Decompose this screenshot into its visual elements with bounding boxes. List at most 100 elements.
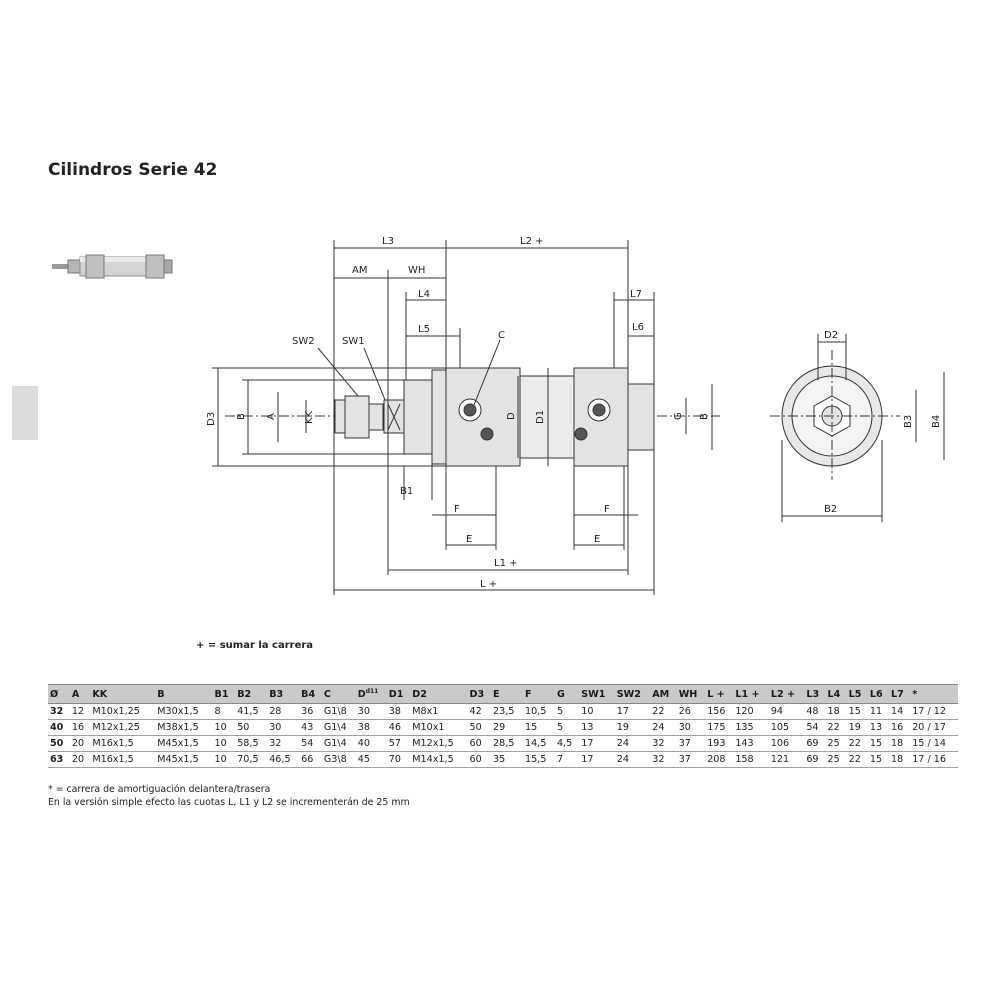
table-cell: 208 <box>705 751 734 769</box>
table-cell: M10x1 <box>410 719 468 737</box>
table-cell: 30 <box>355 703 387 721</box>
table-header-cell: SW1 <box>579 683 615 705</box>
table-cell: 17 <box>579 735 615 753</box>
table-cell: 30 <box>267 719 300 737</box>
table-cell: 8 <box>212 703 236 721</box>
table-cell: 16 <box>889 719 911 737</box>
table-cell: 50 <box>48 735 70 753</box>
dim-label-L: L + <box>480 579 497 590</box>
dim-label-SW1: SW1 <box>342 336 365 347</box>
table-cell: 23,5 <box>490 703 523 721</box>
table-cell: 121 <box>768 751 805 769</box>
table-cell: G1\4 <box>321 735 356 753</box>
table-header-cell: L + <box>705 683 734 705</box>
table-header-cell: Dd11 <box>355 683 387 705</box>
table-cell: M45x1,5 <box>155 751 213 769</box>
table-cell: 60 <box>467 751 491 769</box>
table-cell: 19 <box>846 719 868 737</box>
dim-label-D1: D1 <box>535 410 546 424</box>
table-cell: 28,5 <box>490 735 523 753</box>
table-cell: 45 <box>355 751 387 769</box>
table-cell: 32 <box>650 735 677 753</box>
table-cell: 58,5 <box>235 735 268 753</box>
table-cell: 40 <box>355 735 387 753</box>
table-cell: 175 <box>705 719 734 737</box>
table-cell: 32 <box>48 703 70 721</box>
table-cell: 120 <box>733 703 769 721</box>
table-cell: 70,5 <box>235 751 268 769</box>
table-header-cell: L7 <box>889 683 911 705</box>
table-cell: 60 <box>467 735 491 753</box>
table-header-cell: SW2 <box>614 683 651 705</box>
dim-label-B2: B2 <box>824 504 837 515</box>
table-cell: 24 <box>650 719 677 737</box>
table-cell: 17 / 16 <box>910 751 958 769</box>
table-cell: 28 <box>267 703 300 721</box>
table-cell: 15 <box>522 719 555 737</box>
dim-label-A: A <box>266 413 277 420</box>
table-cell: M14x1,5 <box>410 751 468 769</box>
dim-label-L5: L5 <box>418 324 430 335</box>
table-cell: 37 <box>676 735 706 753</box>
dim-label-E-right: E <box>594 534 600 545</box>
table-header-cell: * <box>910 683 958 705</box>
footnote-single-acting: En la versión simple efecto las cuotas L… <box>48 797 410 808</box>
table-cell: 15 <box>867 735 890 753</box>
table-cell: 54 <box>299 735 322 753</box>
table-header-cell: D2 <box>410 683 468 705</box>
table-cell: 17 <box>614 703 651 721</box>
dim-label-B1: B1 <box>400 486 413 497</box>
table-cell: 7 <box>554 751 580 769</box>
table-cell: M12x1,25 <box>90 719 156 737</box>
footnote-cushioning: * = carrera de amortiguación delantera/t… <box>48 784 271 795</box>
table-header-cell: E <box>490 683 523 705</box>
side-tab <box>12 386 38 440</box>
dim-label-L4: L4 <box>418 289 430 300</box>
dim-label-SW2: SW2 <box>292 336 315 347</box>
table-cell: 22 <box>650 703 677 721</box>
table-cell: 22 <box>846 751 868 769</box>
dim-label-D2: D2 <box>824 330 838 341</box>
table-header-cell: AM <box>650 683 677 705</box>
table-cell: 70 <box>386 751 411 769</box>
table-cell: 29 <box>490 719 523 737</box>
dim-label-L6: L6 <box>632 322 644 333</box>
table-cell: 57 <box>386 735 411 753</box>
table-header-cell: L1 + <box>733 683 769 705</box>
table-cell: 94 <box>768 703 805 721</box>
table-cell: 42 <box>467 703 491 721</box>
table-header-cell: B4 <box>299 683 322 705</box>
dim-label-WH: WH <box>408 265 425 276</box>
table-cell: 10 <box>212 719 236 737</box>
table-header-cell: L2 + <box>768 683 805 705</box>
table-cell: M30x1,5 <box>155 703 213 721</box>
table-cell: 143 <box>733 735 769 753</box>
table-cell: 46 <box>386 719 411 737</box>
table-cell: G1\4 <box>321 719 356 737</box>
table-cell: 30 <box>676 719 706 737</box>
table-cell: 158 <box>733 751 769 769</box>
table-cell: 38 <box>355 719 387 737</box>
table-cell: 32 <box>650 751 677 769</box>
table-header-cell: WH <box>676 683 706 705</box>
table-cell: 18 <box>889 735 911 753</box>
table-cell: 54 <box>804 719 826 737</box>
table-header-cell: L4 <box>825 683 847 705</box>
table-cell: 50 <box>467 719 491 737</box>
table-cell: 10 <box>212 751 236 769</box>
table-cell: 46,5 <box>267 751 300 769</box>
table-cell: 63 <box>48 751 70 769</box>
dim-label-G: G <box>673 412 684 420</box>
plus-note: + = sumar la carrera <box>196 640 314 651</box>
table-cell: 11 <box>867 703 890 721</box>
table-header-cell: Ø <box>48 683 70 705</box>
table-cell: 15 <box>867 751 890 769</box>
table-cell: 22 <box>846 735 868 753</box>
table-cell: 105 <box>768 719 805 737</box>
table-cell: 26 <box>676 703 706 721</box>
table-cell: 12 <box>69 703 91 721</box>
